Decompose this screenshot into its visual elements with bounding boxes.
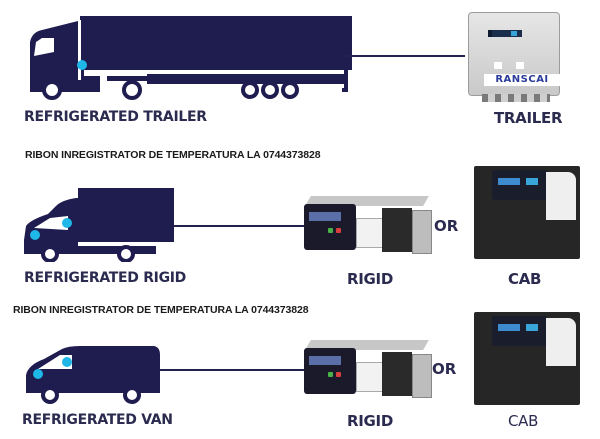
display-screen xyxy=(309,356,341,365)
cab-device-label: CAB xyxy=(508,270,542,288)
display-screen xyxy=(498,324,520,331)
or-label: OR xyxy=(434,217,459,235)
display-screen xyxy=(488,30,522,37)
van-icon xyxy=(24,345,164,405)
cab-recorder-device xyxy=(474,312,580,407)
cab-recorder-device xyxy=(474,166,580,261)
rigid-vehicle-label: REFRIGERATED RIGID xyxy=(24,270,186,286)
brand-plate: RANSCAI xyxy=(484,74,560,86)
connection-line xyxy=(174,225,304,227)
rigid-truck-icon xyxy=(22,182,182,262)
ribbon-banner: RIBON INREGISTRATOR DE TEMPERATURA LA 07… xyxy=(13,304,309,316)
rigid-device-label: RIGID xyxy=(347,270,393,288)
connection-line xyxy=(345,55,465,57)
connection-line xyxy=(160,369,304,371)
rigid-device-label: RIGID xyxy=(347,412,393,430)
display-screen xyxy=(309,212,341,221)
rigid-recorder-device xyxy=(300,196,435,256)
van-vehicle-label: REFRIGERATED VAN xyxy=(22,412,173,428)
cab-device-label: CAB xyxy=(508,412,539,430)
ribbon-banner: RIBON INREGISTRATOR DE TEMPERATURA LA 07… xyxy=(25,149,321,161)
trailer-vehicle-label: REFRIGERATED TRAILER xyxy=(24,109,207,125)
trailer-recorder-device: RANSCAI xyxy=(464,8,564,102)
or-label: OR xyxy=(432,360,457,378)
rigid-recorder-device xyxy=(300,340,435,400)
trailer-truck-icon xyxy=(22,10,352,100)
trailer-device-label: TRAILER xyxy=(494,109,563,127)
display-screen xyxy=(498,178,520,185)
